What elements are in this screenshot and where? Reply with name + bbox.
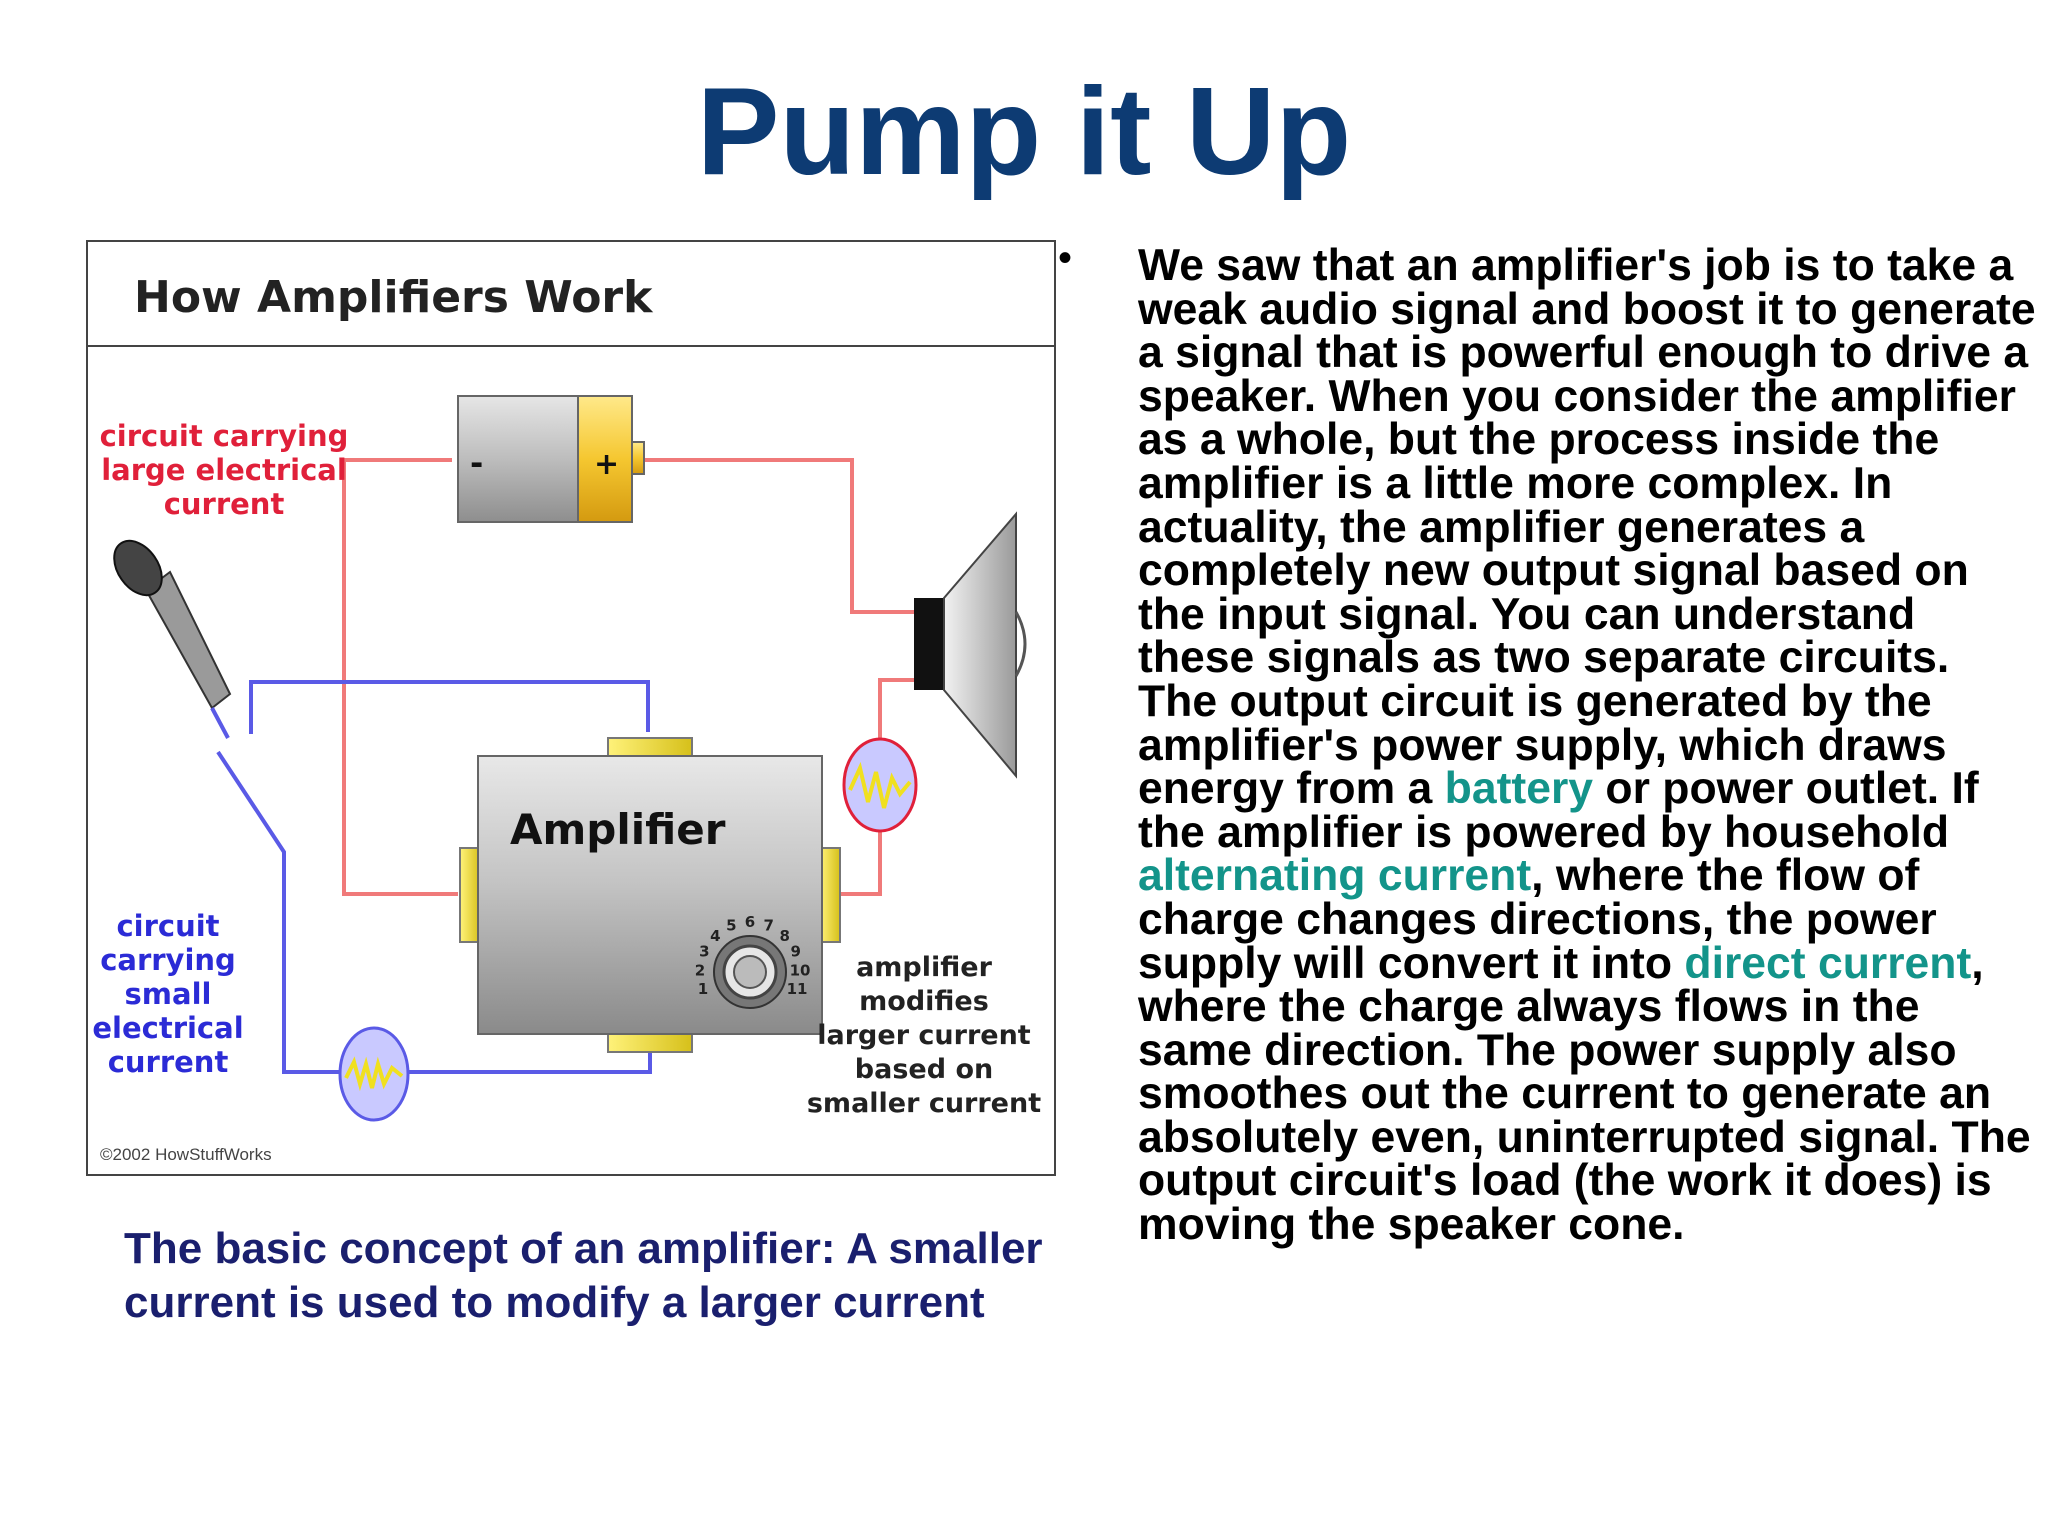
- input-signal-meter-icon: [338, 1026, 410, 1122]
- diagram-heading: How Amplifiers Work: [134, 272, 654, 323]
- blue-label-line: small: [125, 977, 212, 1011]
- red-circuit-wires: [342, 458, 914, 896]
- amp-note-line: modifies: [859, 986, 989, 1017]
- red-label-line: circuit carrying: [100, 419, 349, 453]
- dial-digit: 9: [790, 943, 800, 961]
- blue-label-line: current: [108, 1045, 229, 1079]
- blue-label-line: electrical: [92, 1011, 243, 1045]
- blue-label-line: circuit: [116, 909, 219, 943]
- dial-digit: 7: [763, 917, 773, 935]
- blue-label-line: carrying: [100, 943, 236, 977]
- body-text-segment: , where the charge always flows in the s…: [1138, 938, 2031, 1250]
- speaker-icon: [914, 511, 1027, 779]
- dial-digit: 1: [698, 980, 708, 998]
- diagram-caption: The basic concept of an amplifier: A sma…: [124, 1224, 1043, 1327]
- blue-circuit-label: circuit carrying small electrical curren…: [92, 909, 243, 1079]
- alternating-current-link[interactable]: alternating current: [1138, 851, 1532, 901]
- volume-dial-icon: [713, 935, 787, 1009]
- body-text-segment: We saw that an amplifier's job is to tak…: [1138, 241, 2036, 814]
- amplifier-box: Amplifier: [459, 737, 841, 1053]
- blue-circuit-wires: [216, 680, 652, 1074]
- battery-plus-label: +: [594, 447, 619, 482]
- microphone-icon: [113, 539, 232, 739]
- diagram-canvas: How Amplifiers Work - + circuit carrying…: [88, 272, 1054, 1164]
- dial-digit: 4: [710, 927, 720, 945]
- body-paragraph: We saw that an amplifier's job is to tak…: [1138, 241, 2038, 1250]
- slide-title: Pump it Up: [696, 63, 1352, 201]
- amplifier-diagram: How Amplifiers Work - + circuit carrying…: [86, 240, 1056, 1176]
- bullet-marker: •: [1058, 236, 1073, 280]
- amp-note-line: larger current: [817, 1020, 1031, 1051]
- dial-digit: 11: [787, 980, 808, 998]
- battery-link[interactable]: battery: [1444, 764, 1594, 814]
- red-label-line: current: [164, 487, 285, 521]
- amplifier-note: amplifier modifies larger current based …: [807, 952, 1041, 1119]
- amp-note-line: amplifier: [856, 952, 993, 983]
- body-text-segment: or power outlet. If the amplifier is pow…: [1138, 764, 1979, 857]
- amp-note-line: based on: [855, 1054, 993, 1085]
- dial-digit: 6: [745, 913, 755, 931]
- red-circuit-label: circuit carrying large electrical curren…: [100, 419, 349, 521]
- amp-note-line: smaller current: [807, 1088, 1041, 1119]
- amplifier-label: Amplifier: [510, 805, 726, 854]
- dial-digit: 5: [726, 917, 736, 935]
- red-label-line: large electrical: [101, 453, 347, 487]
- body-text-segment: , where the flow of charge changes direc…: [1138, 851, 1937, 988]
- dial-digit: 10: [790, 961, 811, 979]
- output-signal-meter-icon: [842, 737, 918, 833]
- direct-current-link[interactable]: direct current: [1684, 938, 1972, 988]
- dial-digit: 8: [779, 927, 789, 945]
- dial-digit: 2: [695, 961, 705, 979]
- dial-digit: 3: [699, 943, 709, 961]
- battery-minus-label: -: [470, 444, 483, 482]
- battery-icon: - +: [457, 395, 645, 523]
- copyright-text: ©2002 HowStuffWorks: [100, 1145, 272, 1164]
